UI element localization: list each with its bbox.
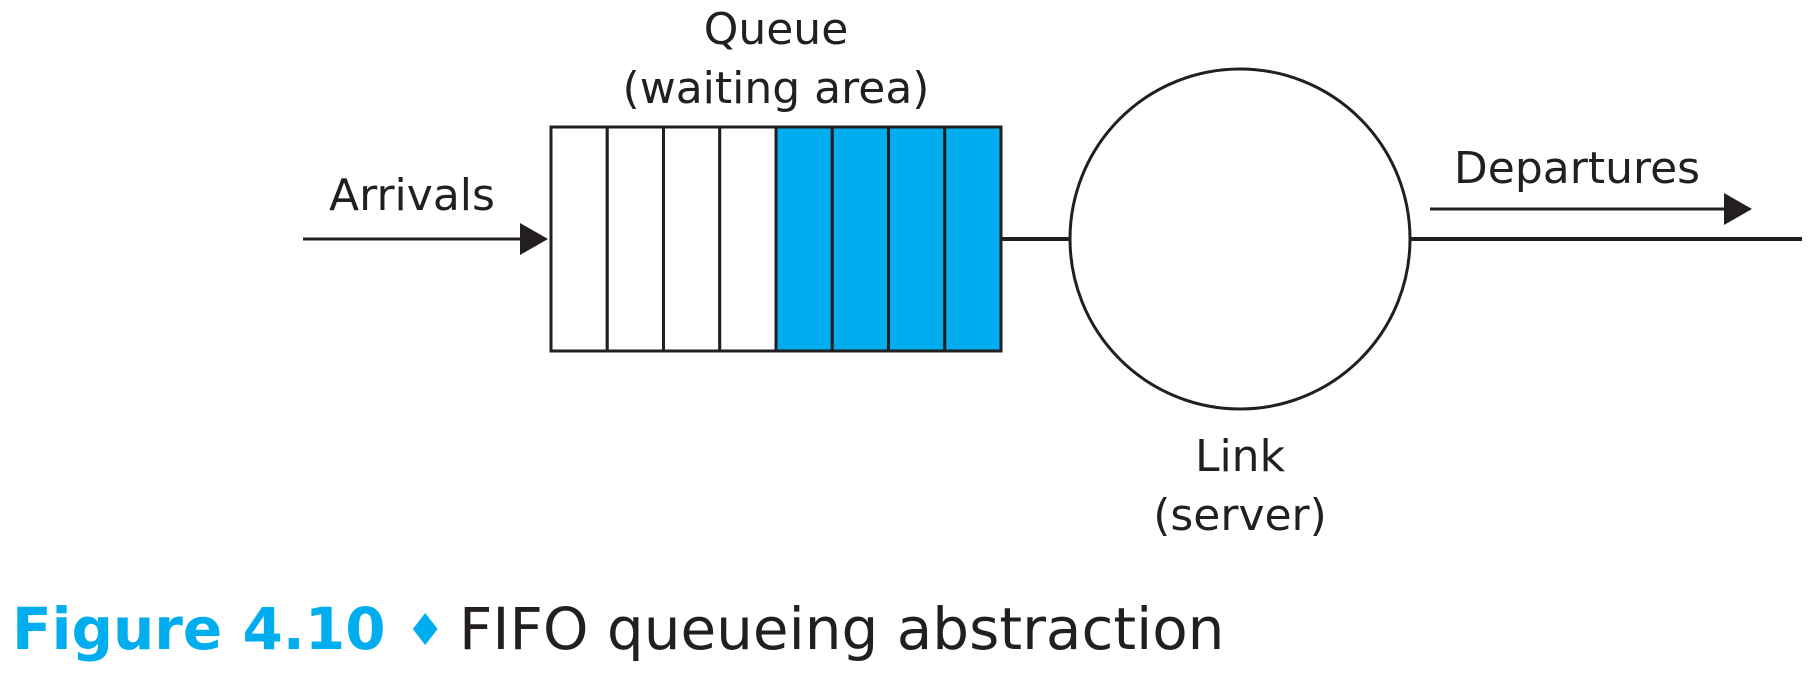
queued-packet [887,125,947,353]
diamond-separator-icon: ♦ [405,605,445,656]
link-server-circle [1068,67,1412,411]
departures-label: Departures [1454,143,1700,194]
queued-packet [774,125,834,353]
queue-label-line1: Queue [704,4,849,55]
empty-queue-slot [605,125,665,353]
empty-queue-slot [549,125,609,353]
queue-buffer [549,125,1003,353]
queued-packet [943,125,1003,353]
queued-packet [830,125,890,353]
figure-caption: Figure 4.10♦FIFO queueing abstraction [12,600,1224,658]
empty-queue-slot [718,125,778,353]
departures-arrowhead-icon [1724,193,1752,225]
empty-queue-slot [662,125,722,353]
link-label-line1: Link [1195,431,1286,482]
queue-label-line2: (waiting area) [623,63,930,114]
arrivals-label: Arrivals [329,170,495,221]
fifo-queue-diagram: Queue (waiting area) Arrivals Departures… [303,4,1802,541]
arrivals-arrowhead-icon [520,223,548,255]
figure-number: Figure 4.10 [12,595,386,663]
figure-title: FIFO queueing abstraction [459,595,1225,663]
link-label-line2: (server) [1153,490,1327,541]
